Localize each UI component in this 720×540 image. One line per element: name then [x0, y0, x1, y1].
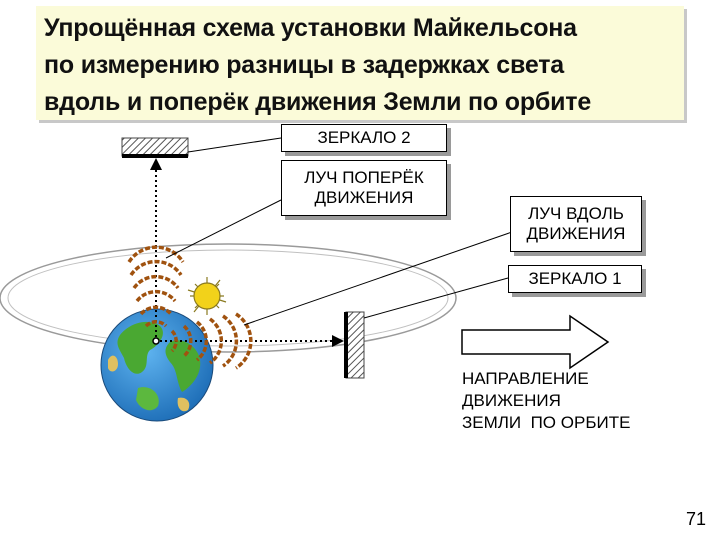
label-beam-transverse-line-2: ДВИЖЕНИЯ [314, 188, 414, 207]
label-beam-longitudinal-line-1: ЛУЧ ВДОЛЬ [528, 204, 624, 223]
label-beam-longitudinal: ЛУЧ ВДОЛЬ ДВИЖЕНИЯ [510, 196, 642, 252]
label-mirror-1: ЗЕРКАЛО 1 [508, 265, 642, 293]
orbit-ellipse [0, 243, 457, 353]
wave-arcs-longitudinal [170, 312, 253, 370]
title-line-1: Упрощённая схема установки Майкельсона [44, 14, 577, 42]
leader-mirror1 [363, 277, 509, 319]
light-source-dot [152, 337, 160, 345]
direction-caption: НАПРАВЛЕНИЕ ДВИЖЕНИЯ ЗЕМЛИ ПО ОРБИТЕ [462, 368, 630, 434]
sun-icon [187, 277, 227, 315]
wave-arcs-transverse [127, 245, 185, 328]
label-beam-longitudinal-line-2: ДВИЖЕНИЯ [526, 224, 626, 243]
direction-caption-line-2: ДВИЖЕНИЯ [462, 391, 561, 410]
leader-beam-longitudinal [243, 231, 513, 326]
leader-mirror2 [187, 137, 282, 153]
mirror-1 [344, 311, 365, 379]
direction-arrow [461, 314, 610, 370]
label-beam-transverse: ЛУЧ ПОПЕРЁК ДВИЖЕНИЯ [281, 160, 447, 216]
title-box: Упрощённая схема установки Майкельсона п… [36, 6, 684, 120]
label-mirror-2-text: ЗЕРКАЛО 2 [317, 128, 411, 147]
earth-icon [100, 308, 214, 422]
title-line-3: вдоль и поперёк движения Земли по орбите [44, 88, 592, 116]
leader-beam-transverse [165, 199, 282, 259]
orbit-ellipse-inner [7, 249, 449, 347]
direction-caption-line-1: НАПРАВЛЕНИЕ [462, 369, 589, 388]
beam-longitudinal-arrowhead [332, 335, 344, 347]
label-beam-transverse-line-1: ЛУЧ ПОПЕРЁК [304, 168, 424, 187]
label-mirror-2: ЗЕРКАЛО 2 [281, 124, 447, 152]
title-line-2: по измерению разницы в задержках света [44, 51, 564, 79]
label-mirror-1-text: ЗЕРКАЛО 1 [528, 269, 622, 288]
direction-caption-line-3: ЗЕМЛИ ПО ОРБИТЕ [462, 413, 631, 432]
page-number: 71 [685, 509, 706, 529]
mirror-2 [121, 137, 189, 158]
beam-transverse-arrowhead [150, 158, 162, 170]
